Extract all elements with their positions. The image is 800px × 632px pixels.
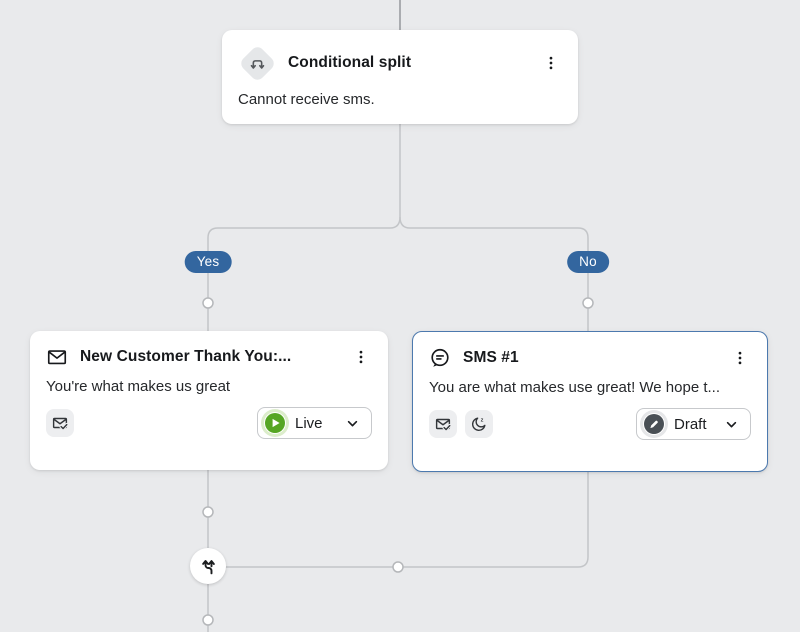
conditional-split-node[interactable]: Conditional split Cannot receive sms.	[222, 30, 578, 124]
sms-node-footer: z Draft	[429, 408, 751, 440]
connector-dot	[392, 561, 404, 573]
envelope-check-icon	[46, 409, 74, 437]
play-circle-icon	[264, 412, 286, 434]
connector-dot	[202, 297, 214, 309]
email-node-title: New Customer Thank You:...	[80, 348, 292, 365]
pencil-circle-icon	[643, 413, 665, 435]
sms-node-header: SMS #1	[429, 346, 751, 370]
email-node-footer: Live	[46, 407, 372, 439]
conditional-split-header: Conditional split	[237, 43, 562, 83]
envelope-check-icon	[429, 410, 457, 438]
sms-bubble-icon	[431, 348, 449, 367]
connector-path-sms-out	[226, 472, 589, 568]
conditional-split-title: Conditional split	[288, 54, 412, 71]
email-node-header: New Customer Thank You:...	[46, 345, 372, 369]
envelope-icon	[47, 350, 67, 365]
connector-dot	[202, 506, 214, 518]
connector-dot	[202, 614, 214, 626]
chevron-down-icon	[347, 420, 358, 426]
kebab-menu-icon[interactable]	[729, 346, 751, 370]
conditional-split-description: Cannot receive sms.	[238, 91, 375, 108]
sms-node-title: SMS #1	[463, 349, 519, 366]
connector-path-yes-branch	[207, 216, 401, 331]
sms-status-dropdown[interactable]: Draft	[636, 408, 751, 440]
chevron-down-icon	[726, 421, 737, 427]
sms-node-preview: You are what makes use great! We hope t.…	[429, 379, 721, 396]
sms-node[interactable]: SMS #1 You are what makes use great! We …	[412, 331, 768, 472]
email-status-label: Live	[295, 414, 323, 432]
connector-dot	[582, 297, 594, 309]
email-node[interactable]: New Customer Thank You:... You're what m…	[30, 331, 388, 470]
svg-text:z: z	[481, 417, 484, 423]
email-node-preview: You're what makes us great	[46, 378, 231, 395]
connector-path-no-branch	[399, 216, 589, 331]
yes-branch-badge: Yes	[184, 251, 232, 273]
email-status-dropdown[interactable]: Live	[257, 407, 372, 439]
sms-status-label: Draft	[674, 415, 707, 433]
quiet-hours-moon-icon: z	[465, 410, 493, 438]
kebab-menu-icon[interactable]	[350, 345, 372, 369]
merge-arrows-icon[interactable]	[190, 548, 226, 584]
split-arrows-icon	[237, 43, 277, 83]
kebab-menu-icon[interactable]	[540, 51, 562, 75]
no-branch-badge: No	[567, 251, 609, 273]
